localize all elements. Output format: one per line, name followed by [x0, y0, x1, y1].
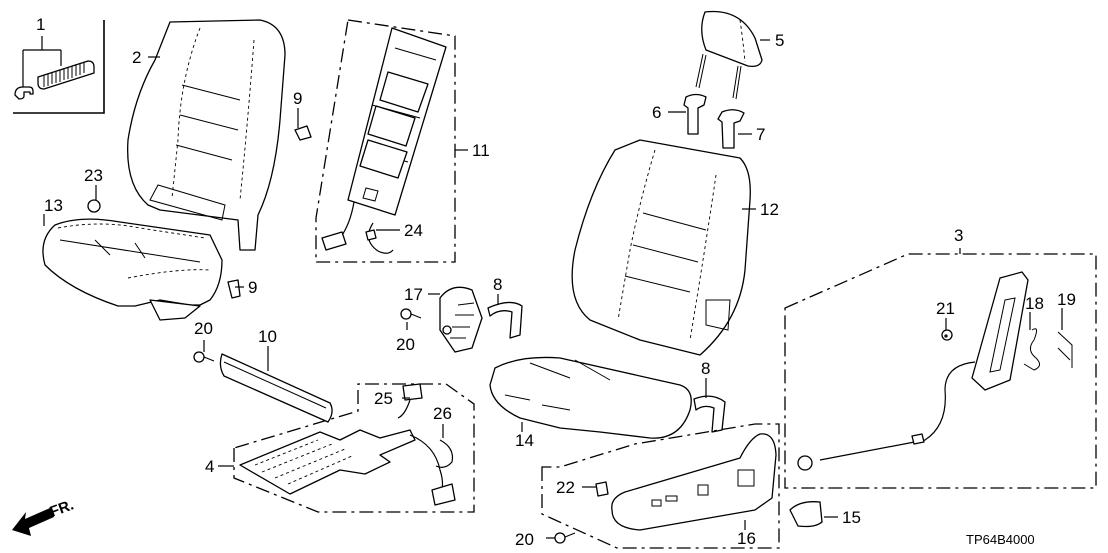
callout-11[interactable]: 11 — [472, 141, 490, 160]
clip-kit-box — [13, 20, 105, 114]
callout-1-leader — [22, 36, 62, 88]
part-screw-b[interactable] — [400, 308, 422, 320]
part-clip-cushion[interactable] — [227, 279, 241, 299]
callout-24[interactable]: 24 — [404, 221, 423, 240]
part-trim-clip[interactable] — [87, 199, 101, 213]
callout-4[interactable]: 4 — [205, 457, 214, 476]
part-seat-back-pad[interactable] — [571, 139, 751, 356]
callout-13[interactable]: 13 — [44, 196, 63, 215]
callout-16[interactable]: 16 — [737, 529, 756, 548]
heater-back-group-box — [315, 19, 456, 263]
front-label: FR. — [48, 497, 77, 521]
part-headrest[interactable] — [695, 10, 763, 100]
callout-20-bottom[interactable]: 20 — [515, 530, 534, 549]
part-harness-clip-back[interactable] — [365, 229, 377, 241]
callout-14[interactable]: 14 — [515, 431, 534, 450]
callout-1[interactable]: 1 — [36, 15, 45, 34]
callout-8-lower[interactable]: 8 — [701, 359, 710, 378]
part-clip-back[interactable] — [294, 125, 312, 141]
callout-10[interactable]: 10 — [258, 327, 277, 346]
front-direction-indicator: FR. — [12, 497, 76, 536]
callout-18[interactable]: 18 — [1025, 294, 1044, 313]
side-cover-group-box — [541, 423, 780, 549]
callout-17[interactable]: 17 — [404, 285, 423, 304]
part-recline-knob[interactable] — [789, 501, 823, 528]
catalog-code: TP64B4000 — [966, 532, 1035, 547]
callout-22[interactable]: 22 — [556, 478, 575, 497]
part-cushion-trim-garnish[interactable] — [219, 353, 333, 423]
callout-19[interactable]: 19 — [1057, 290, 1076, 309]
callout-3[interactable]: 3 — [954, 226, 963, 245]
part-headrest-guide-lock[interactable] — [683, 93, 707, 135]
front-arrow-icon — [12, 508, 54, 536]
part-seat-cushion-cover[interactable] — [42, 218, 223, 321]
part-screw-a[interactable] — [193, 351, 215, 363]
callout-15[interactable]: 15 — [842, 508, 861, 527]
part-seat-back-heater[interactable] — [315, 19, 456, 263]
part-recliner-cover-upper[interactable] — [487, 301, 523, 339]
callout-5[interactable]: 5 — [775, 31, 784, 50]
part-seat-side-cover[interactable] — [541, 423, 780, 549]
small-clip-icon — [14, 86, 34, 100]
part-seat-cushion-heater[interactable] — [233, 383, 475, 513]
callout-9-back[interactable]: 9 — [293, 89, 302, 108]
callout-2[interactable]: 2 — [132, 48, 141, 67]
callout-9-cushion[interactable]: 9 — [248, 278, 257, 297]
part-recliner-cover-lower[interactable] — [693, 395, 726, 433]
callout-6[interactable]: 6 — [652, 103, 661, 122]
callout-26[interactable]: 26 — [433, 404, 452, 423]
ribbed-clip-icon — [37, 60, 95, 90]
callout-21[interactable]: 21 — [936, 299, 955, 318]
part-seat-cushion-pad[interactable] — [489, 356, 692, 439]
callout-8-upper[interactable]: 8 — [493, 275, 502, 294]
part-clip-side-cover[interactable] — [595, 481, 609, 497]
leader-lines — [43, 39, 1063, 539]
airbag-group-box — [784, 253, 1097, 489]
callout-20-left[interactable]: 20 — [194, 319, 213, 338]
part-recliner-cover-inner[interactable] — [439, 286, 483, 353]
part-screw-c[interactable] — [554, 532, 576, 544]
part-flange-nut[interactable] — [944, 334, 948, 338]
callout-23[interactable]: 23 — [84, 166, 103, 185]
part-side-airbag[interactable] — [784, 253, 1097, 489]
callout-12[interactable]: 12 — [760, 200, 779, 219]
callout-7[interactable]: 7 — [756, 125, 765, 144]
part-seat-back-cover[interactable] — [127, 19, 286, 251]
part-headrest-guide-free[interactable] — [717, 109, 745, 149]
callout-25[interactable]: 25 — [374, 389, 393, 408]
heater-cushion-group-box — [233, 383, 475, 513]
callouts: 1 2 3 4 5 6 7 8 8 9 9 10 11 12 13 14 15 … — [36, 15, 1076, 549]
callout-20-center[interactable]: 20 — [396, 335, 415, 354]
part-clip-kit[interactable] — [13, 20, 105, 114]
